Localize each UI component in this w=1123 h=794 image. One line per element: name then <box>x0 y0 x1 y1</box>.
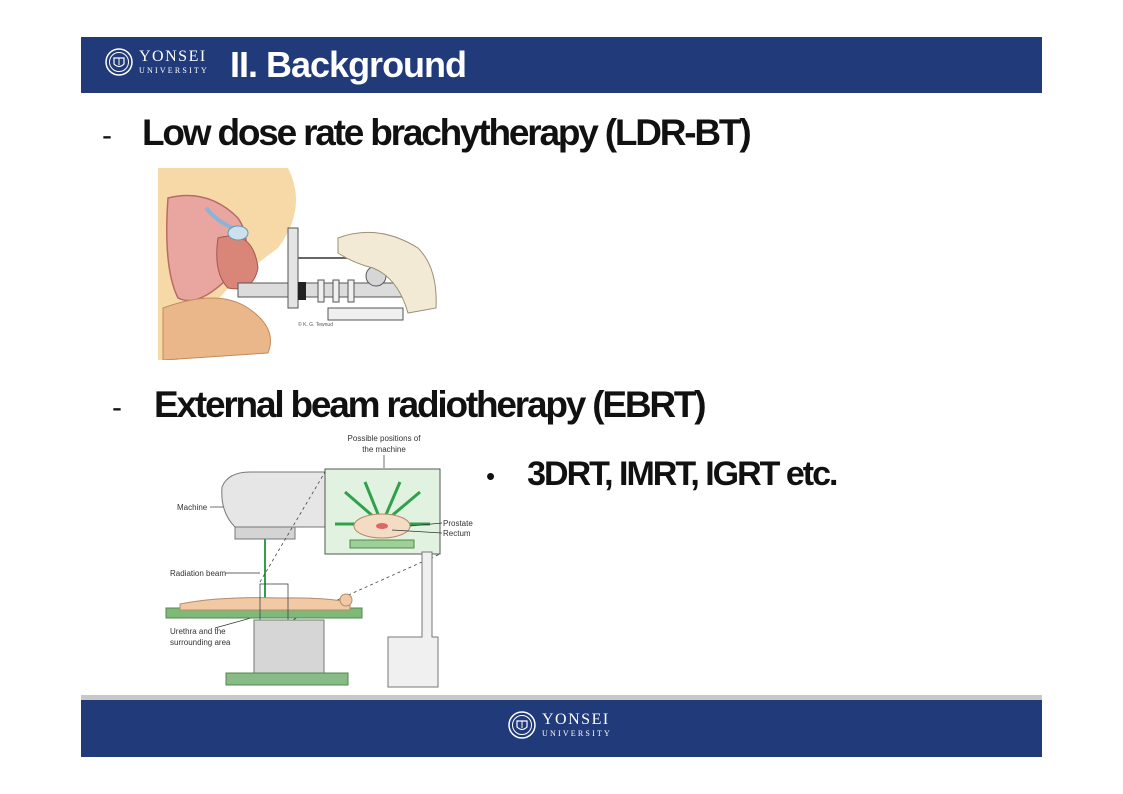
label-radiation-beam: Radiation beam <box>170 569 226 578</box>
page-title: II. Background <box>230 44 467 85</box>
logo-wordmark: YONSEI <box>542 711 610 728</box>
dash-marker: - <box>112 391 122 424</box>
label-rectum: Rectum <box>443 529 471 538</box>
logo-subtext: UNIVERSITY <box>542 729 612 738</box>
footer-divider <box>81 695 1042 700</box>
bullet-text: 3DRT, IMRT, IGRT etc. <box>527 455 838 493</box>
bullet-techniques: • 3DRT, IMRT, IGRT etc. <box>486 455 838 494</box>
label-surrounding-area: surrounding area <box>170 638 231 647</box>
label-urethra: Urethra and the <box>170 627 226 636</box>
label-possible-positions: Possible positions of <box>348 434 422 443</box>
heading-text: Low dose rate brachytherapy (LDR-BT) <box>142 112 752 153</box>
label-machine: Machine <box>177 503 208 512</box>
bullet-marker: • <box>486 461 496 491</box>
header-band <box>81 37 1042 93</box>
section-heading-ebrt: - External beam radiotherapy (EBRT) <box>112 384 707 426</box>
figure-credit: © K. G. Tewnud <box>298 321 333 328</box>
logo-subtext: UNIVERSITY <box>139 66 209 75</box>
ldr-brachytherapy-illustration: © K. G. Tewnud <box>158 168 442 360</box>
footer-band <box>81 700 1042 757</box>
ebrt-illustration: Possible positions of the machine Machin… <box>160 432 480 690</box>
header-logo: YONSEI UNIVERSITY <box>105 48 209 76</box>
section-heading-ldr: - Low dose rate brachytherapy (LDR-BT) <box>102 112 752 154</box>
dash-marker: - <box>102 119 112 152</box>
label-prostate: Prostate <box>443 519 473 528</box>
yonsei-seal-icon <box>508 711 536 739</box>
heading-text: External beam radiotherapy (EBRT) <box>154 384 707 425</box>
yonsei-seal-icon <box>105 48 133 76</box>
label-the-machine: the machine <box>362 445 406 454</box>
footer-logo: YONSEI UNIVERSITY <box>508 711 612 739</box>
logo-wordmark: YONSEI <box>139 48 207 65</box>
